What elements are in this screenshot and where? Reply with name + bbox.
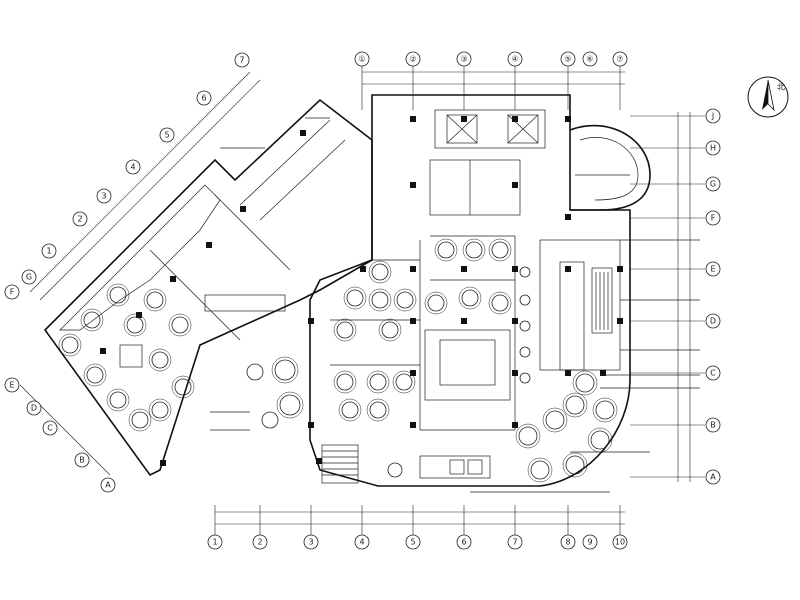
diagonal-dimension-lines <box>29 71 261 301</box>
axis-label: G <box>26 273 32 282</box>
axis-label: 5 <box>410 538 415 547</box>
axis-label: 9 <box>587 538 592 547</box>
axis-label: ① <box>358 55 365 64</box>
axis-label: 2 <box>257 538 262 547</box>
axis-label: 2 <box>77 215 82 224</box>
axis-label: D <box>710 317 716 326</box>
axis-label: C <box>710 369 716 378</box>
axis-label: E <box>9 381 14 390</box>
top-dimension-lines <box>361 66 625 110</box>
axis-label: 6 <box>201 94 206 103</box>
axis-label: ⑦ <box>616 55 623 64</box>
north-label: 北 <box>777 83 785 92</box>
axis-label: 10 <box>615 538 625 547</box>
axis-label: 1 <box>46 247 51 256</box>
axis-label: D <box>31 404 37 413</box>
axis-label: 4 <box>359 538 364 547</box>
axis-label: B <box>710 421 716 430</box>
right-axis-bubbles: J H G F E D C B A <box>705 108 721 485</box>
dining-tables <box>58 238 618 483</box>
axis-label: G <box>710 180 716 189</box>
axis-label: 3 <box>101 192 106 201</box>
axis-label: ④ <box>511 55 518 64</box>
left-axis-bubbles: E D C B A <box>4 377 116 493</box>
axis-label: 8 <box>565 538 570 547</box>
bottom-axis-bubbles: 1 2 3 4 5 6 7 8 9 10 <box>207 534 628 550</box>
axis-label: E <box>710 265 715 274</box>
structural-columns <box>100 116 623 466</box>
axis-label: A <box>710 473 716 482</box>
axis-label: ③ <box>460 55 467 64</box>
axis-label: 3 <box>308 538 313 547</box>
building-outline <box>43 94 651 487</box>
axis-label: B <box>79 456 85 465</box>
axis-label: A <box>105 481 111 490</box>
axis-label: 5 <box>164 131 169 140</box>
axis-label: 7 <box>512 538 517 547</box>
axis-label: 4 <box>130 163 135 172</box>
axis-label: 6 <box>461 538 466 547</box>
axis-label: C <box>47 424 53 433</box>
top-axis-bubbles: ① ② ③ ④ ⑤ ⑥ ⑦ <box>354 51 628 67</box>
annotation-leaders <box>210 117 700 493</box>
bottom-dimension-lines <box>214 505 625 535</box>
diagonal-axis-bubbles: 7 6 5 4 3 2 1 G F <box>4 52 250 300</box>
axis-label: 1 <box>212 538 217 547</box>
axis-label: 7 <box>239 56 244 65</box>
axis-label: J <box>711 112 714 121</box>
axis-label: ⑥ <box>586 55 593 64</box>
right-dimension-lines <box>630 112 705 482</box>
north-arrow: 北 <box>747 76 789 118</box>
axis-label: F <box>711 214 716 223</box>
axis-label: ② <box>409 55 416 64</box>
axis-label: H <box>710 144 716 153</box>
axis-label: ⑤ <box>564 55 571 64</box>
axis-label: F <box>10 288 15 297</box>
